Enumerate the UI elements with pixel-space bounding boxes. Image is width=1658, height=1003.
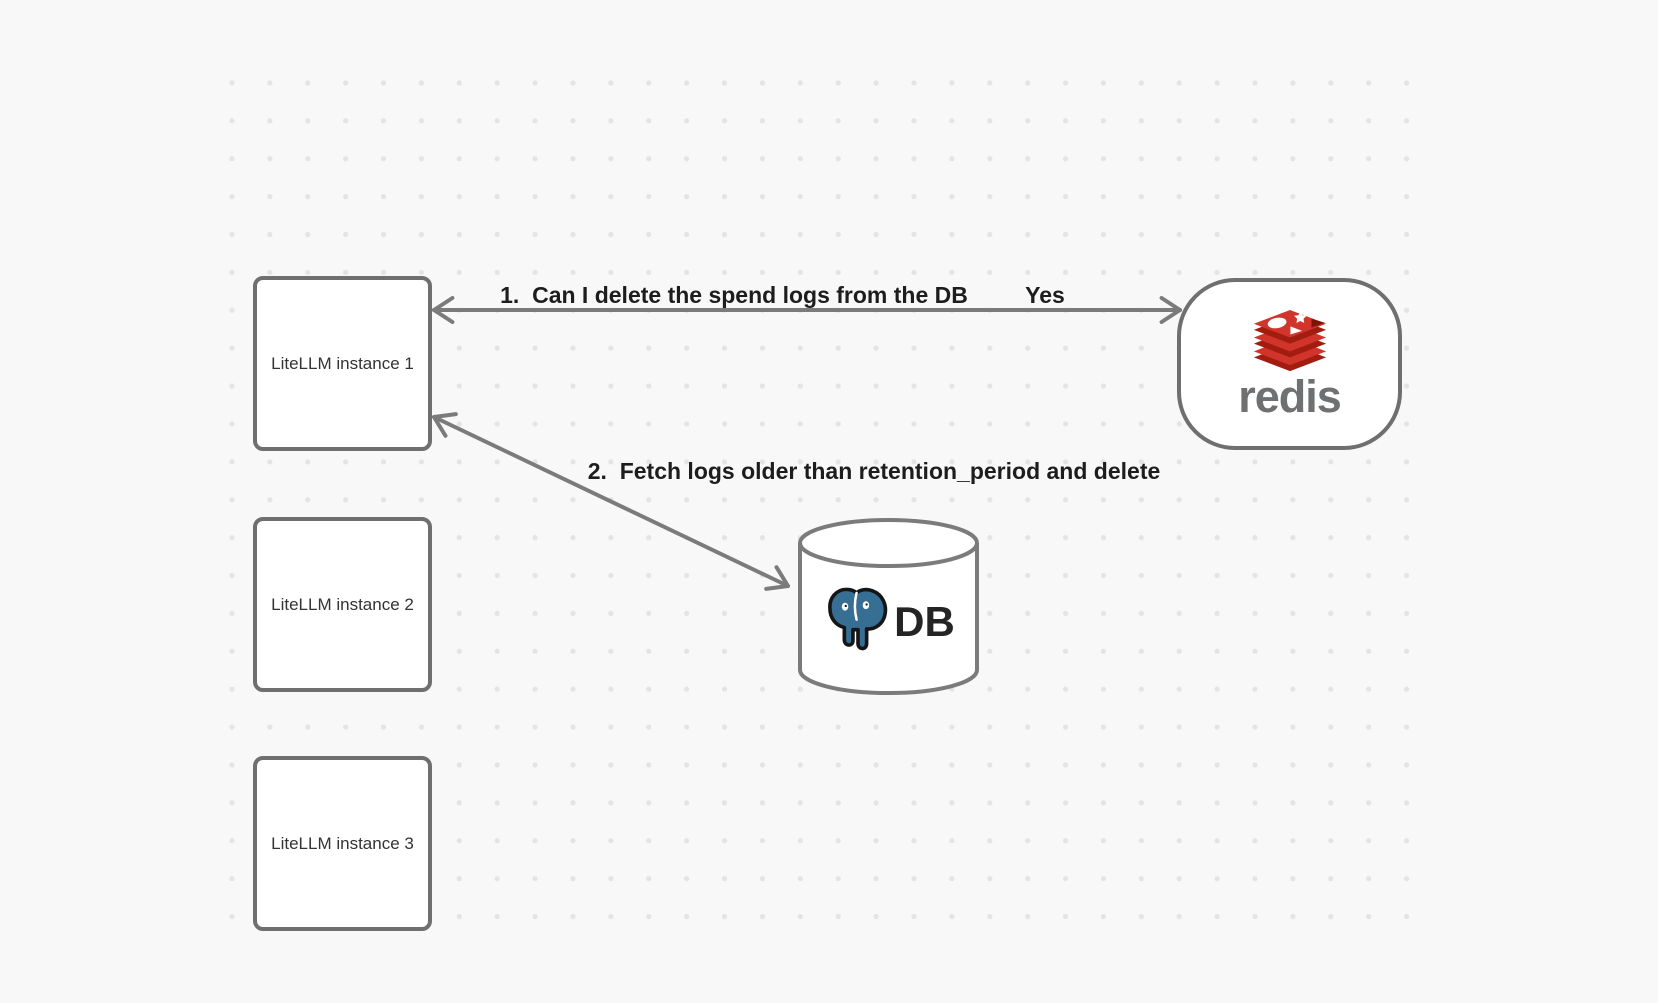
node-litellm-instance-1[interactable]: LiteLLM instance 1	[253, 276, 432, 451]
node-label: LiteLLM instance 3	[271, 833, 414, 853]
arrow-instance1-db[interactable]	[432, 412, 790, 591]
db-label-text: DB	[894, 598, 955, 645]
edge1-label[interactable]: 1. Can I delete the spend logs from the …	[500, 282, 968, 308]
node-litellm-instance-2[interactable]: LiteLLM instance 2	[253, 517, 432, 692]
arrow-instance1-redis[interactable]	[432, 296, 1182, 324]
redis-logo-icon	[1253, 309, 1326, 371]
node-label: LiteLLM instance 2	[271, 594, 414, 614]
edge1-response-label[interactable]: Yes	[1025, 282, 1065, 308]
node-litellm-instance-3[interactable]: LiteLLM instance 3	[253, 756, 432, 931]
redis-wordmark: redis	[1238, 370, 1342, 422]
node-redis[interactable]: redis	[1177, 278, 1402, 450]
postgresql-elephant-icon	[828, 587, 888, 650]
edge2-label[interactable]: 2. Fetch logs older than retention_perio…	[587, 458, 1161, 484]
node-label: LiteLLM instance 1	[271, 353, 414, 373]
database-cylinder-icon[interactable]	[798, 518, 979, 695]
node-db-label[interactable]: DB	[800, 572, 977, 672]
